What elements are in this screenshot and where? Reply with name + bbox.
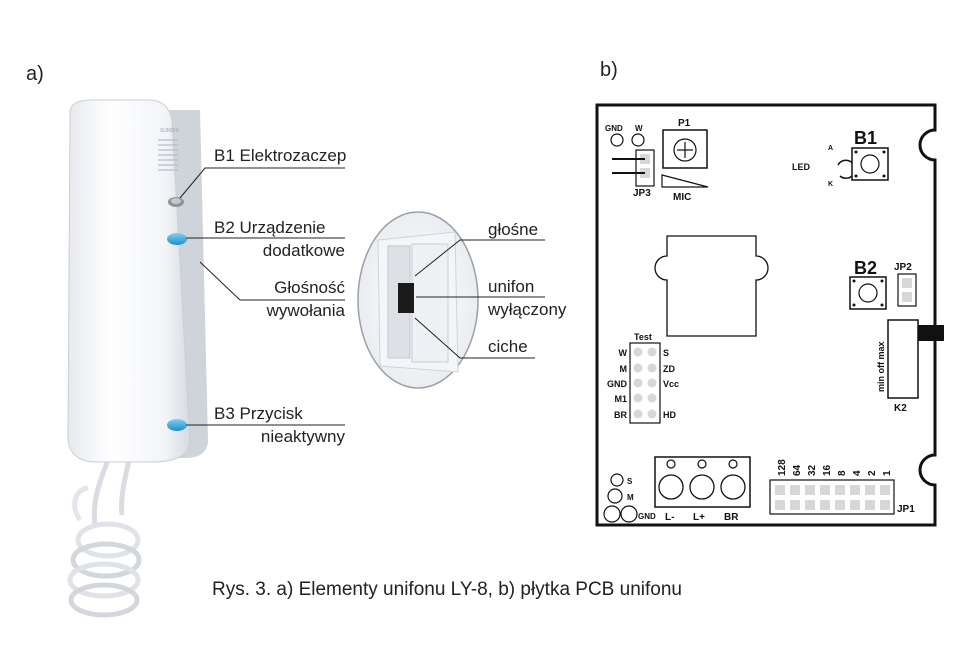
w-pad: [631, 133, 645, 147]
pcb-b1-label: B1: [854, 128, 877, 148]
b2-switch: [849, 276, 887, 310]
callout-b2-line2: dodatkowe: [263, 241, 345, 260]
door-release-highlight: [171, 198, 181, 204]
pcb-test-title: Test: [634, 332, 652, 342]
pcb-jp3-label: JP3: [633, 188, 651, 199]
terminal-l-minus: L-: [665, 512, 674, 523]
jp1-value-8: 8: [837, 470, 848, 476]
pcb-s-label: S: [627, 477, 633, 486]
pcb-mic-label: MIC: [673, 192, 691, 203]
jp1-value-32: 32: [807, 464, 818, 476]
handset-brand: SUNDIX: [160, 128, 180, 134]
test-right-hd: HD: [663, 410, 676, 420]
inactive-button[interactable]: [167, 419, 187, 431]
figure-caption: Rys. 3. a) Elementy unifonu LY-8, b) pły…: [212, 579, 682, 600]
pcb-led-k: K: [828, 181, 833, 188]
volume-switch-detail: [357, 211, 479, 389]
callout-b3-line1: B3 Przycisk: [214, 404, 303, 423]
coiled-cord: [67, 454, 142, 618]
jp1-value-128: 128: [777, 459, 788, 476]
test-left-w: W: [619, 348, 628, 358]
k2-switch: [887, 319, 944, 399]
pcb-b2-label: B2: [854, 258, 877, 278]
handset-callouts: [179, 167, 345, 426]
pcb-led-a: A: [828, 145, 833, 152]
b1-switch: [851, 147, 889, 181]
test-right-vcc: Vcc: [663, 379, 679, 389]
jp3-jumper: [612, 149, 655, 187]
panel-label-b: b): [600, 59, 618, 81]
test-left-br: BR: [614, 410, 627, 420]
pcb-jp2-label: JP2: [894, 262, 912, 273]
callout-b2-line1: B2 Urządzenie: [214, 218, 326, 237]
switch-callouts: [414, 239, 545, 359]
pcb-k2-label: K2: [894, 403, 907, 414]
callout-loud: głośne: [488, 220, 538, 239]
center-component: [654, 235, 769, 337]
auxiliary-button[interactable]: [167, 233, 187, 245]
intercom-handset: SUNDIX: [67, 99, 208, 618]
pcb-m-label: M: [627, 493, 634, 502]
callout-volume-line1: Głośność: [274, 278, 345, 297]
test-left-m: M: [620, 364, 628, 374]
pcb-jp1-label: JP1: [897, 504, 915, 515]
jp1-header: [769, 479, 895, 515]
terminal-block: [654, 456, 751, 508]
m-pad: [607, 488, 623, 504]
p1-potentiometer: [662, 129, 708, 169]
callout-off-line2: wyłączony: [487, 300, 567, 319]
callout-off-line1: unifon: [488, 277, 534, 296]
gnd-pad-bottom-2: [620, 505, 638, 523]
gnd-pad: [610, 133, 624, 147]
jp1-value-2: 2: [867, 470, 878, 476]
jp1-value-1: 1: [882, 470, 893, 476]
test-left-gnd: GND: [607, 379, 628, 389]
test-header: [629, 342, 661, 424]
gnd-pad-bottom-1: [603, 505, 621, 523]
pcb-k2-scale: min off max: [876, 341, 886, 392]
speaker-grille: [158, 139, 178, 171]
pcb-led-label: LED: [792, 162, 811, 172]
volume-switch[interactable]: [398, 283, 414, 313]
pcb-gnd-bottom-label: GND: [638, 512, 656, 521]
panel-label-a: a): [26, 63, 44, 85]
pcb-p1-label: P1: [678, 118, 691, 129]
test-left-m1: M1: [614, 394, 627, 404]
jp1-value-16: 16: [822, 464, 833, 476]
jp1-value-4: 4: [852, 470, 863, 476]
pcb-w-label: W: [635, 124, 643, 133]
s-pad: [610, 473, 624, 487]
jp1-value-64: 64: [792, 464, 803, 476]
pcb-board: [595, 103, 937, 527]
test-right-zd: ZD: [663, 364, 675, 374]
callout-b1: B1 Elektrozaczep: [214, 146, 346, 165]
jp2-jumper: [897, 273, 917, 307]
test-right-s: S: [663, 348, 669, 358]
pcb-gnd-label: GND: [605, 124, 623, 133]
callout-quiet: ciche: [488, 337, 528, 356]
terminal-l-plus: L+: [693, 512, 705, 523]
callout-b3-line2: nieaktywny: [261, 427, 346, 446]
callout-volume-line2: wywołania: [266, 301, 346, 320]
terminal-br: BR: [724, 512, 739, 523]
mic-symbol: [661, 174, 709, 188]
